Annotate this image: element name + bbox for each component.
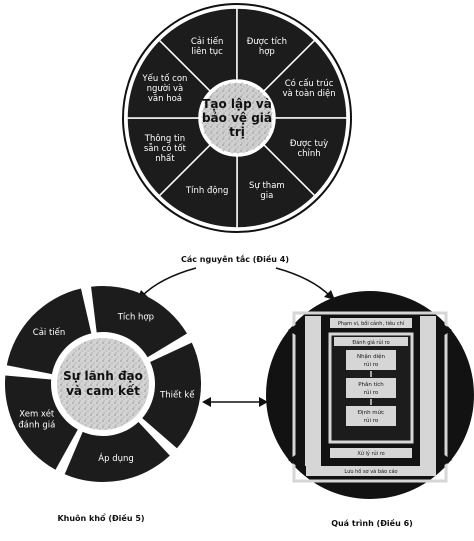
framework-center-line-2: và cam kết (66, 384, 140, 398)
process-top-label: Phạm vi, bối cảnh, tiêu chí (338, 320, 405, 327)
principles-segment-2-label-line-2: hợp (259, 47, 275, 57)
process-assessment-header (334, 337, 408, 346)
process-step-2-line-1: Phân tích (358, 381, 384, 388)
principles-segment-8-label-line-2: người và (147, 83, 184, 94)
framework-segment-1 (91, 286, 188, 358)
principles-segment-1-label-line-1: Cải tiến (191, 36, 224, 47)
process-frame (292, 311, 448, 483)
principles-center-line-2: bảo vệ giá (202, 111, 272, 125)
principles-segment-1-label-line-2: liên tục (191, 46, 223, 57)
framework-segment-4 (4, 375, 78, 470)
framework-center-line-1: Sự lãnh đạo (63, 369, 143, 383)
principles-segment-7-label-line-1: Thông tin (144, 133, 185, 144)
process-right-band (420, 316, 436, 466)
process-step-identify (346, 350, 396, 370)
framework-segment-3-label-line-1: Áp dụng (98, 452, 133, 464)
process-assessment-title: Đánh giá rủi ro (352, 339, 389, 346)
framework-segment-1-label-line-1: Tích hợp (117, 313, 154, 323)
process-treatment-label: Xử lý rủi ro (357, 450, 384, 457)
process-treatment-band (330, 448, 412, 458)
principles-segment-3-label-line-1: Có cấu trúc (285, 78, 334, 89)
principles-segment-6-label-line-1: Tính động (185, 185, 228, 196)
process-side-mark-tl (288, 322, 300, 338)
process-step-3-line-1: Định mức (358, 409, 384, 416)
process-step-3-line-2: rủi ro (364, 417, 379, 424)
principles-segment-4-label-line-2: chỉnh (297, 148, 320, 159)
principles-segment-5-label-line-2: gia (260, 191, 273, 201)
framework-segment-5-label-line-1: Cải tiến (33, 327, 66, 338)
principles-center-line-1: Tạo lập và (202, 97, 272, 111)
framework-segment-2 (142, 342, 201, 449)
principles-segment-5-label-line-1: Sự tham (249, 181, 285, 191)
process-step-1-line-2: rủi ro (364, 361, 379, 368)
process-caption: Quá trình (Điều 6) (331, 518, 413, 528)
process-footer-band (306, 466, 436, 476)
process-side-mark-tr (440, 322, 452, 338)
process-diagram: Phạm vi, bối cảnh, tiêu chí Đánh giá rủi… (266, 291, 474, 499)
principles-segment-4-label-line-1: Được tuỳ (290, 139, 328, 149)
principles-caption: Các nguyên tắc (Điều 4) (181, 254, 289, 264)
principles-segment-7-label-line-2: sẵn có tốt (144, 143, 187, 154)
process-footer-label: Lưu hồ sơ và báo cáo (344, 467, 397, 475)
principles-segment-8-label-line-1: Yếu tố con (141, 73, 187, 84)
framework-segment-5 (6, 288, 92, 375)
arrow-to-framework (141, 267, 197, 297)
principles-segment-3-label-line-2: và toàn diện (282, 88, 335, 99)
process-step-analyze (346, 378, 396, 398)
framework-segment-2-label-line-1: Thiết kế (159, 389, 195, 400)
process-left-band (305, 316, 321, 466)
principles-center-line-3: trị (229, 125, 245, 139)
framework-center-texture (57, 338, 149, 430)
process-step-2-line-2: rủi ro (364, 389, 379, 396)
framework-caption: Khuôn khổ (Điều 5) (57, 512, 144, 523)
framework-segment-4-label-line-2: đánh giá (18, 421, 55, 431)
arrow-bidirectional-right-head (259, 397, 268, 407)
arrow-bidirectional-left-head (202, 397, 211, 407)
principles-segment-2-label-line-1: Được tích (247, 37, 287, 47)
principles-segment-8 (126, 39, 212, 119)
arrow-to-process (275, 267, 331, 297)
principles-center-texture (201, 82, 273, 154)
principles-segment-8-label-line-3: văn hoá (148, 94, 182, 104)
process-side-mark-br (440, 452, 452, 468)
arrow-to-process-head (324, 290, 335, 300)
process-top-band (330, 318, 412, 328)
process-step-evaluate (346, 406, 396, 426)
principles-segment-7-label-line-3: nhất (155, 153, 175, 164)
process-side-mark-bl (288, 452, 300, 468)
framework-segment-3 (64, 422, 170, 483)
framework-segment-4-label-line-1: Xem xét (19, 409, 55, 420)
process-step-1-line-1: Nhận diện (357, 353, 386, 360)
